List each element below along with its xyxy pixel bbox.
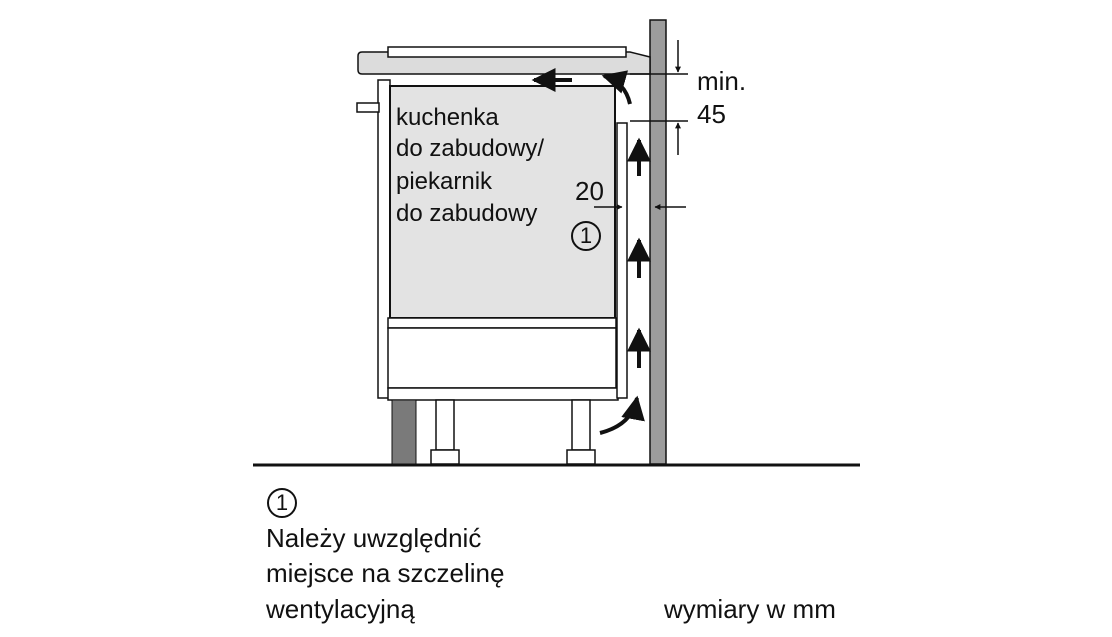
hob (387, 46, 627, 58)
leg-left (435, 399, 455, 451)
cabinet-base (387, 387, 619, 401)
plinth (391, 399, 417, 465)
airflow-arrow-curved-top (601, 70, 632, 105)
foot-left (430, 449, 460, 465)
dim-min-label: min. (697, 66, 747, 96)
appliance-label-line: do zabudowy (396, 200, 538, 227)
appliance-label-line: piekarnik (396, 168, 493, 195)
built-in-oven (389, 85, 616, 319)
appliance-label-line: kuchenka (396, 104, 499, 131)
callout-marker-1: 1 (571, 221, 601, 251)
airflow-arrow-curved-bottom (599, 395, 645, 435)
leg-right (571, 399, 591, 451)
footnote-marker-1: 1 (267, 488, 297, 518)
cabinet-drawer (387, 327, 617, 389)
cabinet-back-panel (616, 122, 628, 399)
wall (649, 19, 667, 465)
dim-gap-value: 20 (575, 176, 604, 206)
appliance-label-line: do zabudowy/ (396, 135, 545, 162)
oven-knob (356, 102, 380, 113)
foot-right (566, 449, 596, 465)
footnote-line: Należy uwzględnić (266, 523, 482, 553)
footnote-line: miejsce na szczelinę (266, 558, 505, 588)
footnote-line: wentylacyjną (266, 594, 415, 624)
dim-min-value: 45 (697, 99, 726, 129)
cabinet-shelf (387, 317, 617, 329)
units-note: wymiary w mm (664, 594, 836, 624)
